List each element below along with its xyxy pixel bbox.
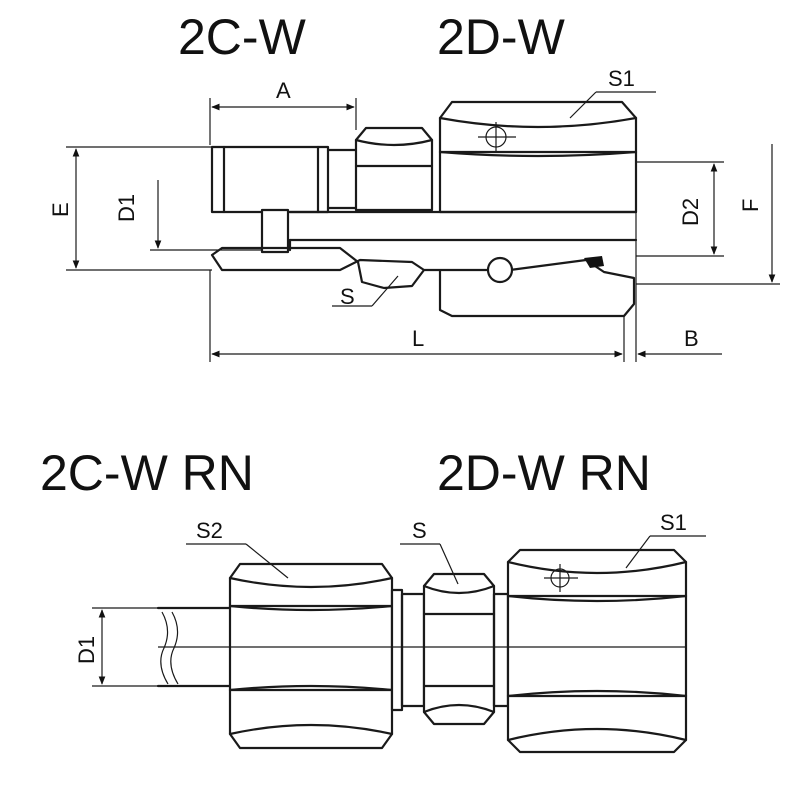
dimension-d1-bottom: D1 [74, 607, 158, 687]
top-figure: 2C-W 2D-W A [48, 9, 780, 362]
label-b: B [684, 326, 699, 351]
leader-s1-bottom: S1 [625, 510, 706, 569]
dimension-a: A [209, 78, 357, 145]
label-s1-top: S1 [608, 66, 635, 91]
label-e: E [48, 202, 73, 217]
bottom-figure: 2C-W RN 2D-W RN [40, 445, 706, 754]
leader-s2: S2 [186, 518, 289, 579]
title-2c-w: 2C-W [178, 9, 307, 65]
leader-s1-top: S1 [569, 66, 656, 119]
neck-left [390, 588, 426, 712]
label-s2: S2 [196, 518, 223, 543]
nut-s2 [228, 562, 394, 750]
label-d2: D2 [678, 198, 703, 226]
label-f: F [738, 199, 763, 212]
label-s-top: S [340, 284, 355, 309]
dimension-e: E [48, 146, 212, 271]
nut-s1 [506, 548, 688, 754]
leader-s-top: S [332, 275, 399, 309]
label-d1-bottom: D1 [74, 636, 99, 664]
title-2d-w-rn: 2D-W RN [437, 445, 651, 501]
leader-s-bottom: S [400, 518, 459, 585]
body-hex-s [354, 126, 434, 212]
dimension-l-b: L B [209, 212, 722, 362]
section-hatch [210, 238, 636, 318]
swivel-nut-s1 [438, 100, 638, 214]
neck-right [492, 592, 510, 708]
o-ring-icon [486, 256, 514, 284]
label-s-bottom: S [412, 518, 427, 543]
male-thread-end [210, 145, 358, 254]
title-2d-w: 2D-W [437, 9, 566, 65]
tube [156, 606, 232, 688]
label-l: L [412, 326, 424, 351]
label-a: A [276, 78, 291, 103]
label-d1: D1 [114, 194, 139, 222]
dimension-f: F [636, 144, 780, 285]
seal-icon [584, 256, 604, 268]
hex-s [422, 572, 496, 726]
dimension-d1: D1 [114, 180, 262, 251]
dimension-d2: D2 [636, 161, 724, 257]
title-2c-w-rn: 2C-W RN [40, 445, 254, 501]
label-s1-bottom: S1 [660, 510, 687, 535]
